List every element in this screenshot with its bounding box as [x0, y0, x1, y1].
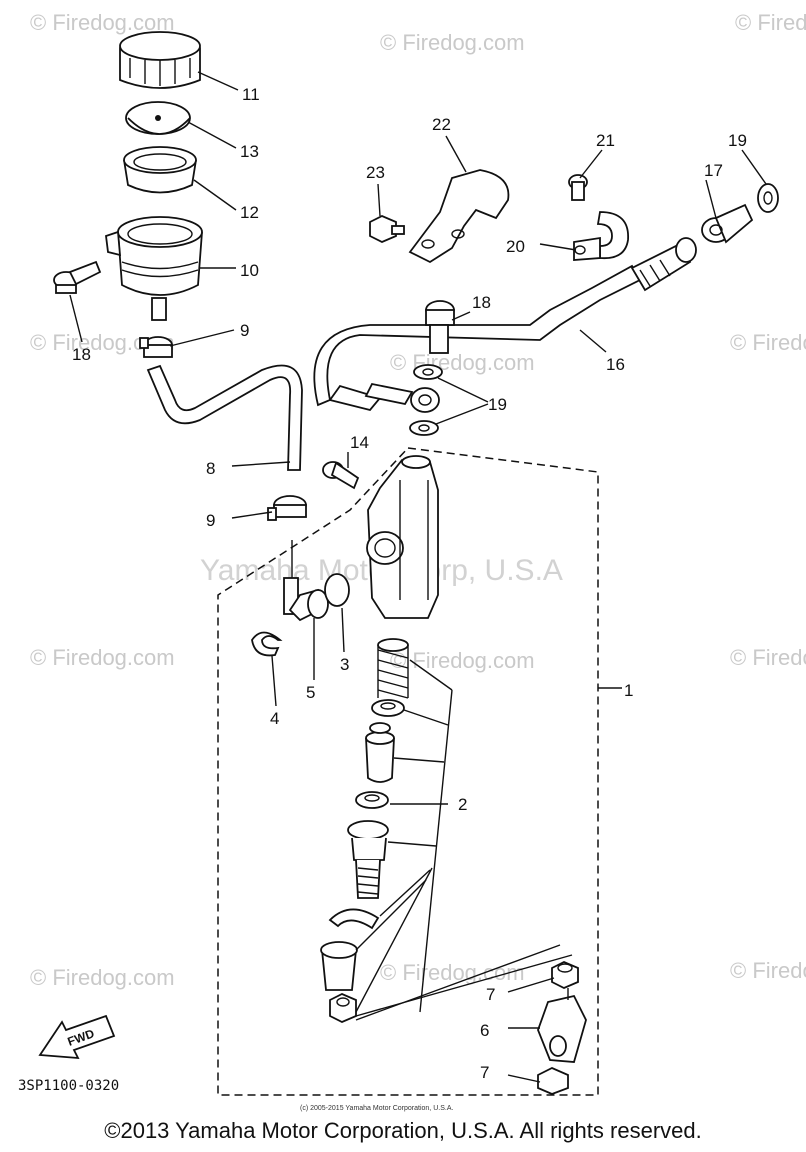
- nut-upper: [551, 961, 579, 989]
- copyright-notice: ©2013 Yamaha Motor Corporation, U.S.A. A…: [104, 1118, 702, 1143]
- watermark-text: © Firedog.com: [730, 645, 806, 670]
- watermark-text: © Firedog.com: [730, 330, 806, 355]
- o-ring: [324, 573, 350, 607]
- clevis: [537, 988, 587, 1063]
- callout-label: 12: [240, 203, 259, 222]
- piston-cup: [355, 791, 389, 809]
- callout-label: 7: [480, 1063, 489, 1082]
- hose-end-fitting: [630, 237, 697, 292]
- bracket-nut: [369, 215, 405, 243]
- callout-label: 10: [240, 261, 259, 280]
- watermark-text: © Firedog.com: [30, 645, 175, 670]
- mounting-bolt: [322, 461, 360, 490]
- leader-lines: [69, 71, 767, 1083]
- boot: [320, 941, 358, 991]
- callout-label: 20: [506, 237, 525, 256]
- callout-labels: 1 2 3 4 5 6 7 7 8 9 9 10 11 12 13 14 16 …: [72, 85, 747, 1082]
- union-bolt: [701, 203, 754, 244]
- master-cylinder-body: [366, 455, 439, 619]
- watermark-text: © Firedog.com: [390, 648, 535, 673]
- watermark-text: © Firedog.com: [30, 10, 175, 35]
- clip-bolt: [568, 174, 588, 201]
- nut-lower: [329, 993, 357, 1023]
- watermark-text: © Firedog.com: [730, 958, 806, 983]
- assembly-outline: [217, 447, 599, 1096]
- callout-label: 23: [366, 163, 385, 182]
- diaphragm-plate: [125, 101, 191, 135]
- callout-label: 19: [488, 395, 507, 414]
- banjo-bolt-top: [425, 300, 455, 354]
- watermark-text: © Firedog.com: [30, 965, 175, 990]
- spring: [377, 638, 409, 699]
- hose-holder-bracket: [408, 169, 510, 264]
- watermark-text: © Firedog.com: [735, 10, 806, 35]
- callout-label: 18: [72, 345, 91, 364]
- copper-washer: [413, 364, 443, 380]
- diaphragm: [123, 146, 197, 194]
- hose-clamp-lower: [267, 495, 307, 521]
- hose-joint: [283, 540, 329, 622]
- callout-label: 3: [340, 655, 349, 674]
- callout-label: 9: [240, 321, 249, 340]
- callout-label: 14: [350, 433, 369, 452]
- retaining-clip: [328, 908, 380, 930]
- callout-label: 6: [480, 1021, 489, 1040]
- callout-label: 9: [206, 511, 215, 530]
- reservoir-bolt: [53, 260, 102, 294]
- reservoir-cap: [119, 31, 201, 89]
- callout-label: 11: [242, 85, 260, 104]
- watermark-layer: © Firedog.com © Firedog.com © Firedog.co…: [30, 10, 806, 990]
- callout-label: 19: [728, 131, 747, 150]
- spring-seat: [371, 699, 405, 717]
- push-rod: [347, 820, 389, 899]
- callout-label: 16: [606, 355, 625, 374]
- copper-washer: [757, 183, 779, 213]
- callout-label: 8: [206, 459, 215, 478]
- callout-label: 1: [624, 681, 633, 700]
- watermark-text: © Firedog.com: [380, 30, 525, 55]
- callout-label: 5: [306, 683, 315, 702]
- callout-label: 2: [458, 795, 467, 814]
- hose-guide-clip: [573, 211, 629, 261]
- brake-hose: [313, 264, 642, 413]
- callout-label: 18: [472, 293, 491, 312]
- callout-label: 13: [240, 142, 259, 161]
- callout-label: 7: [486, 985, 495, 1004]
- callout-label: 21: [596, 131, 615, 150]
- reservoir-hose: [146, 364, 303, 471]
- watermark-text: © Firedog.com: [380, 960, 525, 985]
- circlip: [251, 631, 283, 657]
- callout-label: 17: [704, 161, 723, 180]
- callout-label: 4: [270, 709, 279, 728]
- part-code: 3SP1100-0320: [18, 1078, 119, 1094]
- watermark-text: © Firedog.com: [390, 350, 535, 375]
- piston: [365, 722, 395, 783]
- callout-label: 22: [432, 115, 451, 134]
- copper-washer: [409, 420, 439, 436]
- small-copyright: (c) 2005-2015 Yamaha Motor Corporation, …: [300, 1105, 453, 1112]
- nut-bottom: [537, 1067, 569, 1095]
- forward-arrow-icon: FWD: [38, 1014, 116, 1060]
- reservoir-tank: [105, 216, 203, 321]
- hose-clamp-top: [139, 336, 173, 358]
